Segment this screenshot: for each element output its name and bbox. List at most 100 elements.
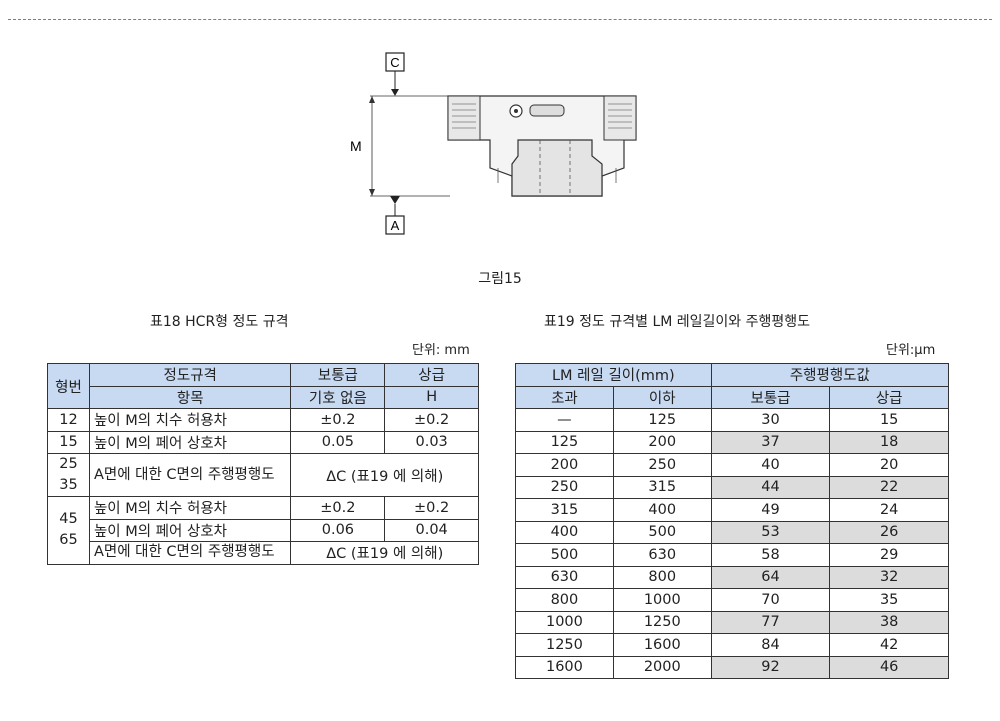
value-cell: 0.03 xyxy=(384,430,479,454)
parallel-high-cell: 29 xyxy=(829,543,949,567)
dashed-separator xyxy=(8,19,992,20)
header-normal-symbol: 기호 없음 xyxy=(290,385,386,409)
model-number: 25 xyxy=(59,456,78,472)
length-over-cell: 315 xyxy=(515,498,614,522)
item-cell: 높이 M의 페어 상호차 xyxy=(88,518,292,542)
length-over-cell: 800 xyxy=(515,588,614,612)
parallel-high-cell: 15 xyxy=(829,408,949,432)
table19-title: 표19 정도 규격별 LM 레일길이와 주행평행도 xyxy=(544,314,811,330)
length-under-cell: 630 xyxy=(612,543,712,567)
value-cell: ±0.2 xyxy=(384,496,479,520)
parallel-normal-cell: 58 xyxy=(710,543,831,567)
length-under-cell: 125 xyxy=(612,408,712,432)
length-over-cell: 400 xyxy=(515,520,614,544)
parallel-high-cell: 32 xyxy=(829,565,949,589)
parallel-normal-cell: 70 xyxy=(710,588,831,612)
parallel-high-cell: 35 xyxy=(829,588,949,612)
label-c: C xyxy=(390,55,399,70)
parallel-high-cell: 18 xyxy=(829,430,949,454)
length-over-cell: 200 xyxy=(515,453,614,477)
item-cell: 높이 M의 치수 허용차 xyxy=(88,408,292,432)
length-over-cell: 1000 xyxy=(515,610,614,634)
length-under-cell: 250 xyxy=(612,453,712,477)
model-number: 35 xyxy=(59,477,78,493)
parallel-normal-cell: 92 xyxy=(710,655,831,679)
header-normal: 보통급 xyxy=(710,385,831,409)
header-under: 이하 xyxy=(612,385,712,409)
figure-15-drawing: C M A xyxy=(340,48,660,240)
length-under-cell: 200 xyxy=(612,430,712,454)
value-cell: ±0.2 xyxy=(290,408,386,432)
header-over: 초과 xyxy=(515,385,614,409)
header-parallel: 주행평행도값 xyxy=(710,363,950,387)
lm-guide-block-diagram: C M A xyxy=(350,52,637,235)
parallel-high-cell: 22 xyxy=(829,475,949,499)
model-cell: 45 65 xyxy=(47,496,90,565)
header-item: 항목 xyxy=(88,385,292,409)
figure-caption: 그림15 xyxy=(478,271,522,287)
parallel-high-cell: 38 xyxy=(829,610,949,634)
length-under-cell: 1000 xyxy=(612,588,712,612)
parallel-normal-cell: 40 xyxy=(710,453,831,477)
value-cell: ΔC (표19 에 의해) xyxy=(290,541,479,565)
value-cell: ΔC (표19 에 의해) xyxy=(290,453,479,497)
parallel-high-cell: 20 xyxy=(829,453,949,477)
length-over-cell: 500 xyxy=(515,543,614,567)
parallel-normal-cell: 49 xyxy=(710,498,831,522)
parallel-normal-cell: 30 xyxy=(710,408,831,432)
model-number: 45 xyxy=(59,511,78,528)
item-cell: A면에 대한 C면의 주행평행도 xyxy=(88,453,292,497)
value-cell: 0.04 xyxy=(384,518,479,542)
item-cell: 높이 M의 치수 허용차 xyxy=(88,496,292,520)
model-number: 65 xyxy=(59,532,78,549)
model-cell: 15 xyxy=(47,430,90,454)
parallel-normal-cell: 77 xyxy=(710,610,831,634)
parallel-high-cell: 24 xyxy=(829,498,949,522)
value-cell: 0.05 xyxy=(290,430,386,454)
length-over-cell: 1250 xyxy=(515,633,614,657)
parallel-high-cell: 26 xyxy=(829,520,949,544)
parallel-high-cell: 42 xyxy=(829,633,949,657)
item-cell: A면에 대한 C면의 주행평행도 xyxy=(88,541,292,565)
header-model: 형번 xyxy=(47,363,90,409)
header-length: LM 레일 길이(mm) xyxy=(515,363,712,387)
length-over-cell: 125 xyxy=(515,430,614,454)
length-under-cell: 315 xyxy=(612,475,712,499)
header-high: 상급 xyxy=(829,385,949,409)
table18-title: 표18 HCR형 정도 규격 xyxy=(150,314,289,330)
table18-unit: 단위: mm xyxy=(412,343,470,358)
table18: 형번 정도규격 보통급 상급 항목 기호 없음 H 12 높이 M의 치수 허용… xyxy=(47,363,479,565)
header-high-symbol: H xyxy=(384,385,479,409)
length-under-cell: 800 xyxy=(612,565,712,589)
length-under-cell: 1250 xyxy=(612,610,712,634)
model-cell: 12 xyxy=(47,408,90,432)
parallel-normal-cell: 37 xyxy=(710,430,831,454)
length-over-cell: — xyxy=(515,408,614,432)
item-cell: 높이 M의 페어 상호차 xyxy=(88,430,292,454)
value-cell: ±0.2 xyxy=(384,408,479,432)
value-cell: ±0.2 xyxy=(290,496,386,520)
length-under-cell: 2000 xyxy=(612,655,712,679)
header-spec: 정도규격 xyxy=(88,363,292,387)
parallel-normal-cell: 84 xyxy=(710,633,831,657)
length-under-cell: 1600 xyxy=(612,633,712,657)
length-over-cell: 250 xyxy=(515,475,614,499)
model-cell: 25 35 xyxy=(47,453,90,497)
parallel-normal-cell: 53 xyxy=(710,520,831,544)
length-over-cell: 630 xyxy=(515,565,614,589)
label-a: A xyxy=(391,218,400,233)
parallel-normal-cell: 64 xyxy=(710,565,831,589)
label-m: M xyxy=(350,138,362,154)
length-under-cell: 400 xyxy=(612,498,712,522)
length-under-cell: 500 xyxy=(612,520,712,544)
